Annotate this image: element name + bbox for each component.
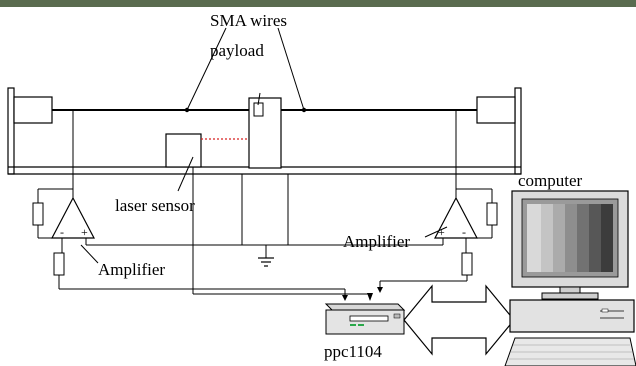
amp-left-plus-sign: + xyxy=(81,225,88,239)
amplifier-left-label: Amplifier xyxy=(98,260,165,279)
sensor-signal-arrowhead xyxy=(367,293,373,301)
ground-icon xyxy=(258,257,274,267)
amplifier-right-label: Amplifier xyxy=(343,232,410,251)
amp-left-minus-sign: - xyxy=(60,225,64,239)
sma-leader-right xyxy=(277,27,305,111)
amp-right-plus-sign: + xyxy=(438,225,445,239)
left-signal-arrowhead xyxy=(342,295,348,301)
computer-icon xyxy=(504,190,636,366)
left-anchor-block xyxy=(13,96,53,124)
controller-label: ppc1104 xyxy=(324,342,382,361)
laser-sensor-box xyxy=(165,133,202,168)
top-banner xyxy=(0,0,636,7)
payload-leader xyxy=(257,92,261,106)
right-signal-arrowhead xyxy=(377,287,383,293)
left-amplifier-circuit xyxy=(32,110,346,300)
laser-sensor-label: laser sensor xyxy=(115,196,195,215)
right-amplifier-leader xyxy=(424,226,448,238)
right-amplifier-circuit xyxy=(288,110,498,292)
amp-right-minus-sign: - xyxy=(462,225,466,239)
sma-leader-left xyxy=(186,27,227,111)
laser-leader xyxy=(177,156,194,192)
controller-box-icon xyxy=(324,303,406,335)
double-arrow-icon xyxy=(403,284,515,356)
computer-label: computer xyxy=(518,171,583,190)
left-amplifier-leader xyxy=(80,244,99,264)
right-anchor-block xyxy=(476,96,516,124)
payload-ground-wiring xyxy=(241,174,289,258)
payload-label: payload xyxy=(210,41,264,60)
sma-wires-label: SMA wires xyxy=(210,11,287,30)
